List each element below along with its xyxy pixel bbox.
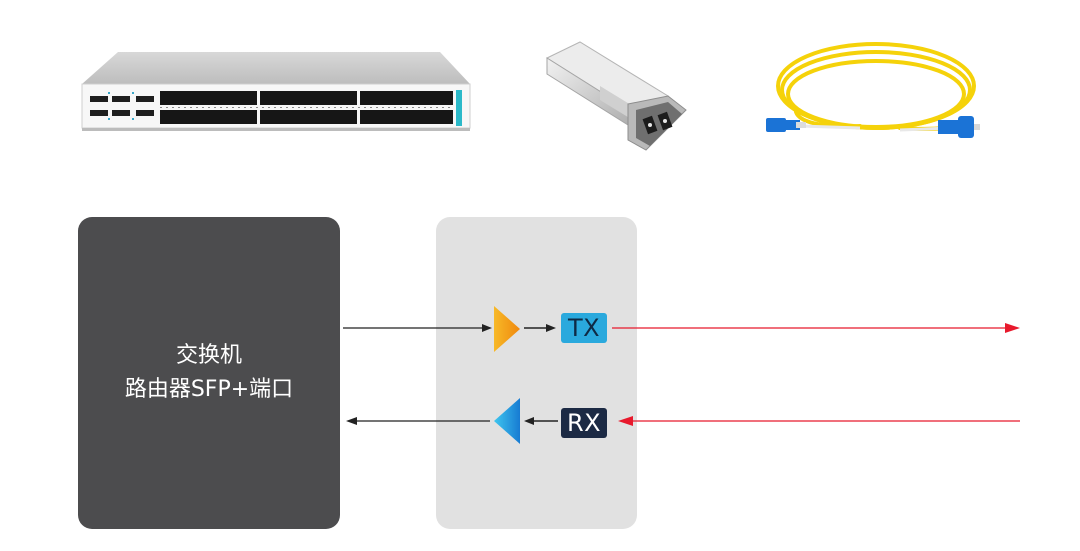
rx-optical-arrow: [618, 416, 1020, 426]
rx-electrical-arrow: [346, 417, 490, 425]
tx-label: TX: [561, 313, 607, 343]
laser-driver-icon: [494, 306, 520, 352]
rx-label: RX: [561, 408, 607, 438]
rx-internal-arrow: [524, 417, 558, 425]
transceiver-module-box: [436, 217, 637, 529]
device-label-line2: 路由器SFP+端口: [124, 377, 294, 402]
sfp-transceiver-icon: [545, 41, 687, 151]
connector-sc-icon: [899, 116, 980, 138]
receiver-amplifier-icon: [494, 398, 520, 444]
tx-optical-arrow: [612, 323, 1020, 333]
connector-lc-icon: [766, 118, 861, 132]
tx-electrical-arrow: [343, 324, 492, 332]
device-label-line1: 交换机: [175, 343, 242, 368]
switch-icon: [81, 52, 471, 131]
tx-internal-arrow: [524, 324, 556, 332]
switch-port-box: 交换机 路由器SFP+端口: [78, 217, 340, 529]
